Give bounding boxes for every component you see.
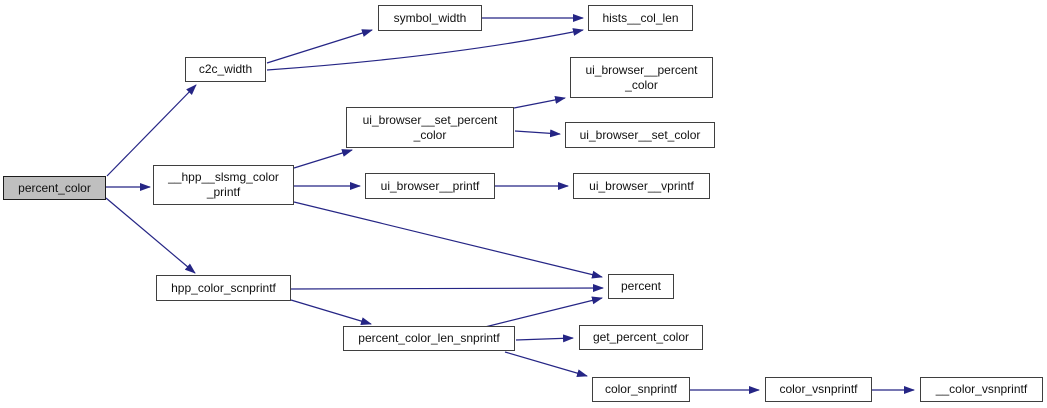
node-get_percent_color[interactable]: get_percent_color — [579, 325, 703, 350]
edge-ui_browser__set_percent_color-to-ui_browser__percent_color — [513, 95, 566, 109]
node-color_snprintf[interactable]: color_snprintf — [592, 377, 690, 402]
node-ui_browser__printf[interactable]: ui_browser__printf — [365, 173, 495, 199]
node-color_vsnprintf[interactable]: color_vsnprintf — [765, 377, 872, 402]
edge-percent_color_len_snprintf-to-get_percent_color — [515, 334, 574, 343]
node-hists__col_len[interactable]: hists__col_len — [588, 5, 693, 31]
node-percent_color: percent_color — [3, 176, 106, 200]
edge-percent_color_len_snprintf-to-percent — [484, 296, 603, 328]
edge-__hpp__slsmg_color_printf-to-ui_browser__set_percent_color — [293, 149, 353, 169]
edge-ui_browser__set_percent_color-to-ui_browser__set_color — [514, 129, 561, 138]
node-ui_browser__set_percent_color[interactable]: ui_browser__set_percent _color — [346, 107, 514, 148]
node-ui_browser__vprintf[interactable]: ui_browser__vprintf — [573, 173, 710, 199]
edge-percent_color-to-c2c_width — [106, 84, 197, 177]
node-c2c_width[interactable]: c2c_width — [185, 57, 266, 82]
edge-c2c_width-to-symbol_width — [266, 29, 373, 64]
node-ui_browser__set_color[interactable]: ui_browser__set_color — [565, 122, 715, 148]
edge-percent_color-to-hpp_color_scnprintf — [105, 197, 196, 274]
edge-hpp_color_scnprintf-to-percent — [290, 284, 604, 293]
node-percent_color_len_snprintf[interactable]: percent_color_len_snprintf — [343, 326, 515, 351]
edge-__hpp__slsmg_color_printf-to-percent — [293, 201, 603, 279]
edge-hpp_color_scnprintf-to-percent_color_len_snprintf — [290, 299, 372, 325]
node-__color_vsnprintf[interactable]: __color_vsnprintf — [920, 377, 1043, 402]
node-symbol_width[interactable]: symbol_width — [378, 5, 482, 31]
node-percent[interactable]: percent — [608, 274, 674, 299]
edge-c2c_width-to-hists__col_len — [266, 28, 584, 71]
node-ui_browser__percent_color[interactable]: ui_browser__percent _color — [570, 57, 713, 98]
edge-percent_color_len_snprintf-to-color_snprintf — [504, 351, 588, 378]
node-__hpp__slsmg_color_printf[interactable]: __hpp__slsmg_color _printf — [153, 165, 294, 205]
node-hpp_color_scnprintf[interactable]: hpp_color_scnprintf — [156, 275, 291, 301]
